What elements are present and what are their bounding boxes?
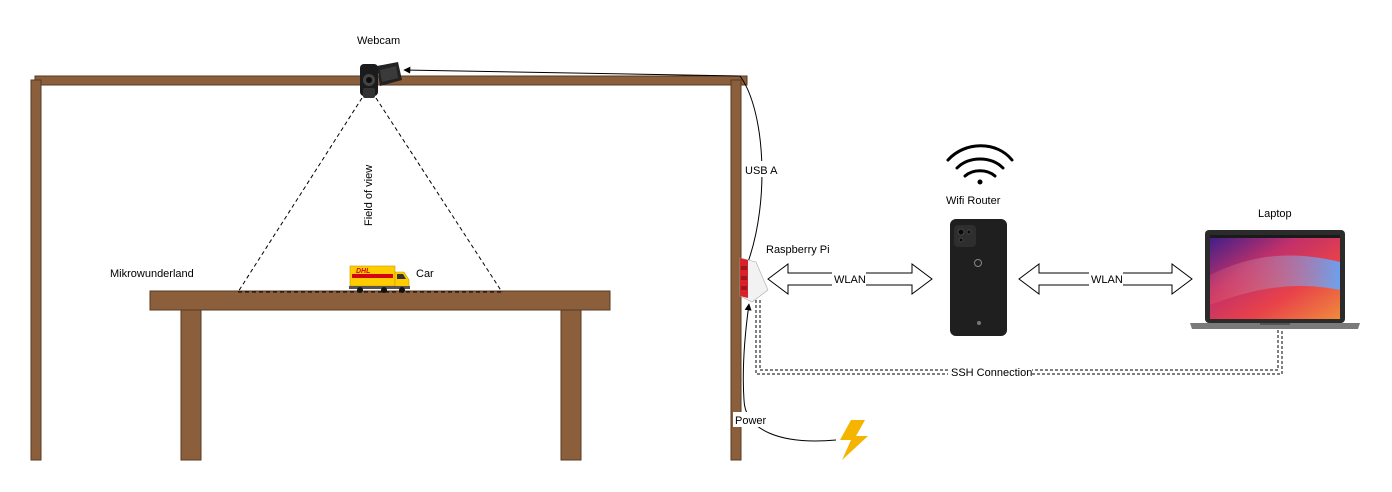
wifi-icon [946,144,1014,185]
webcam-label: Webcam [357,35,400,47]
raspberry-pi-icon [739,257,769,303]
wlan-arrow-pi-router: WLAN [767,263,933,295]
ssh-connection-line [755,300,1283,375]
car-label: Car [416,268,434,280]
table-leg-left [180,309,202,461]
wifi-router-label: Wifi Router [946,195,1001,207]
webcam-icon [360,62,402,98]
lightning-icon [840,420,868,460]
field-of-view-cone [237,97,503,293]
usb-a-label: USB A [745,165,778,177]
laptop-icon [1190,230,1360,329]
wlan-label-left: WLAN [834,274,866,286]
wlan-label-right: WLAN [1091,274,1123,286]
field-of-view-label: Field of view [363,165,375,226]
table-leg-right [560,309,582,461]
truck-logo: DHL [356,268,370,275]
truck-icon: DHL [349,265,410,293]
laptop-label: Laptop [1258,208,1292,220]
table [149,290,611,461]
table-top [149,290,611,311]
frame-right-post [730,79,742,461]
power-cable [742,303,837,442]
wlan-arrow-router-laptop: WLAN [1018,263,1193,295]
ssh-connection-label: SSH Connection [951,367,1032,379]
power-label: Power [735,415,767,427]
phone-icon [950,219,1007,336]
raspberry-pi-label: Raspberry Pi [766,244,830,256]
usb-cable [403,66,763,263]
mikrowunderland-label: Mikrowunderland [110,268,194,280]
frame-left-post [30,79,42,461]
